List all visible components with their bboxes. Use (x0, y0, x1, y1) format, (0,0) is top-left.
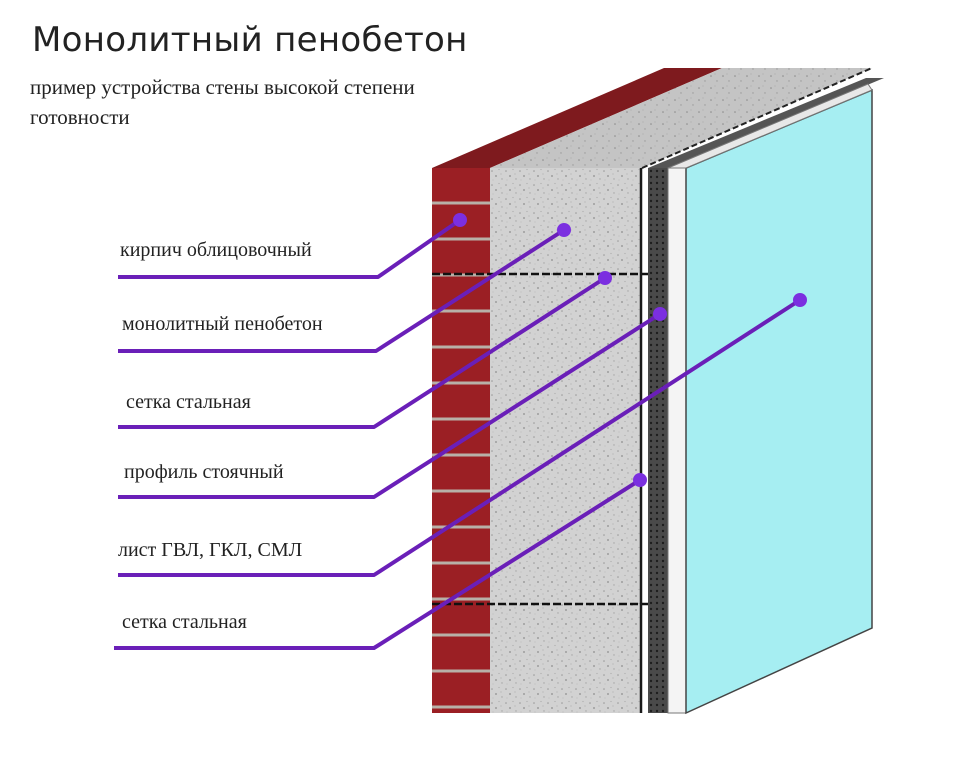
callout-leader-line (118, 298, 802, 577)
stud-profile-front (648, 168, 668, 713)
callout-leader-line (118, 228, 566, 353)
sheet-top-edge (667, 83, 873, 169)
pointer-dot-icon (653, 307, 667, 321)
sheet-layer (667, 83, 873, 715)
callout-label: профиль стоячный (124, 461, 284, 483)
foam-concrete-front-face (490, 168, 642, 713)
callout-leader-line (118, 312, 662, 499)
callout-label: сетка стальная (122, 611, 247, 633)
pointer-dot-icon (453, 213, 467, 227)
pointer-dot-icon (598, 271, 612, 285)
foam-concrete-top-face (490, 68, 872, 168)
stud-profile-top (648, 78, 884, 168)
brick-layer (432, 68, 722, 713)
sheet-edge (667, 167, 687, 714)
callout-leader-line (114, 478, 642, 650)
page-title: Монолитный пенобетон (32, 20, 468, 60)
steel-mesh-top-edge (641, 67, 873, 169)
callout-label: сетка стальная (126, 391, 251, 413)
callout-label: лист ГВЛ, ГКЛ, СМЛ (118, 539, 302, 561)
page-subtitle: пример устройства стены высокой степени … (30, 75, 415, 129)
callout-leader-line (118, 218, 462, 279)
callout-leader-line (118, 276, 607, 429)
pointer-dot-icon (557, 223, 571, 237)
brick-top-face (432, 68, 722, 168)
callout-label: монолитный пенобетон (122, 313, 323, 335)
stud-profile-layer (648, 78, 884, 713)
pointer-dot-icon (793, 293, 807, 307)
callouts: кирпич облицовочный монолитный пенобетон с… (114, 213, 807, 650)
callout-label: кирпич облицовочный (120, 239, 312, 261)
pointer-dot-icon (633, 473, 647, 487)
sheet-face (685, 88, 873, 715)
foam-concrete-layer (432, 67, 873, 713)
